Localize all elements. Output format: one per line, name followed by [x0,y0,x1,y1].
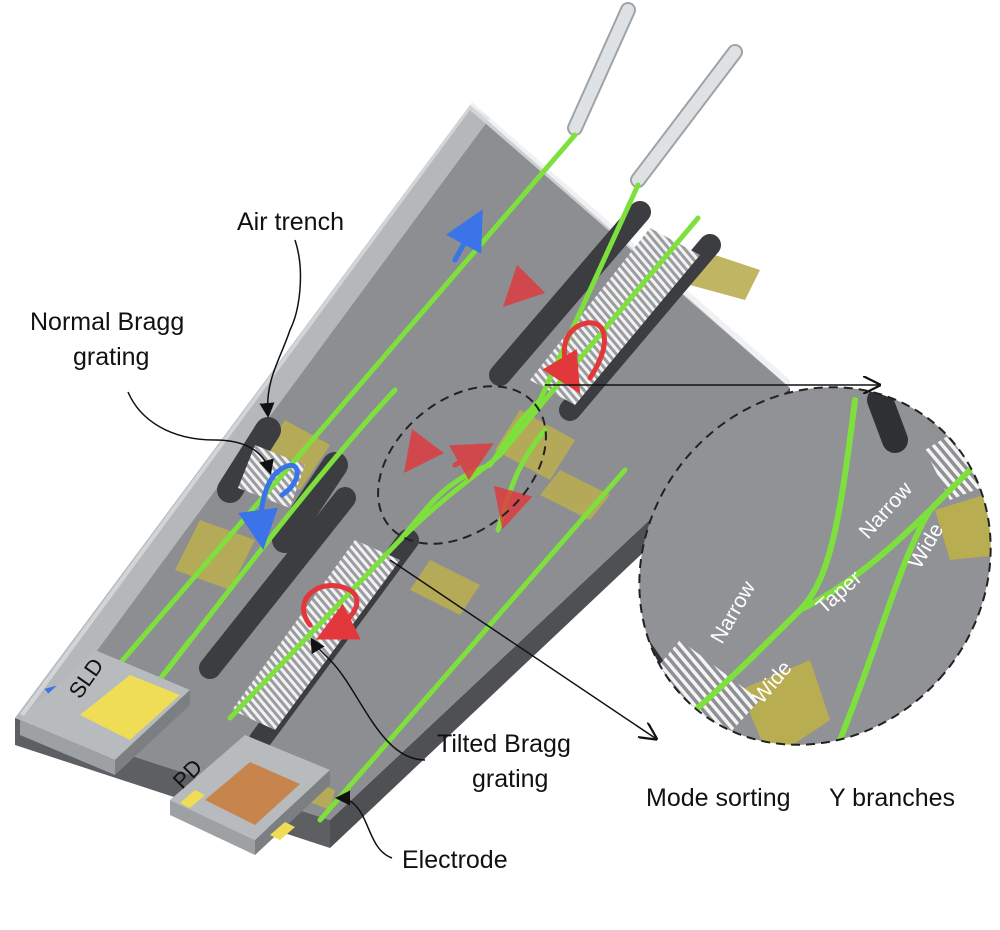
light-direction-arrows [44,209,607,826]
tilted-bragg-label-line2: grating [472,765,548,793]
normal-bragg-label-line1: Normal Bragg [30,308,184,336]
electrode-label: Electrode [402,846,508,874]
zoom-region-marker [377,385,547,545]
zoom-connector-bottom [389,559,655,738]
air-trench-label: Air trench [237,208,344,236]
normal-bragg-label-line2: grating [73,343,149,371]
tilted-bragg-label-line1: Tilted Bragg [437,730,571,758]
leader-lines [127,239,426,859]
mode-sorting-label: Mode sorting [646,784,791,812]
substrate-top [15,105,790,820]
cover-glass-left [15,105,490,728]
y-branches-label: Y branches [829,784,955,812]
sld-chip: SLD [20,650,190,775]
optical-fibers [567,2,743,188]
